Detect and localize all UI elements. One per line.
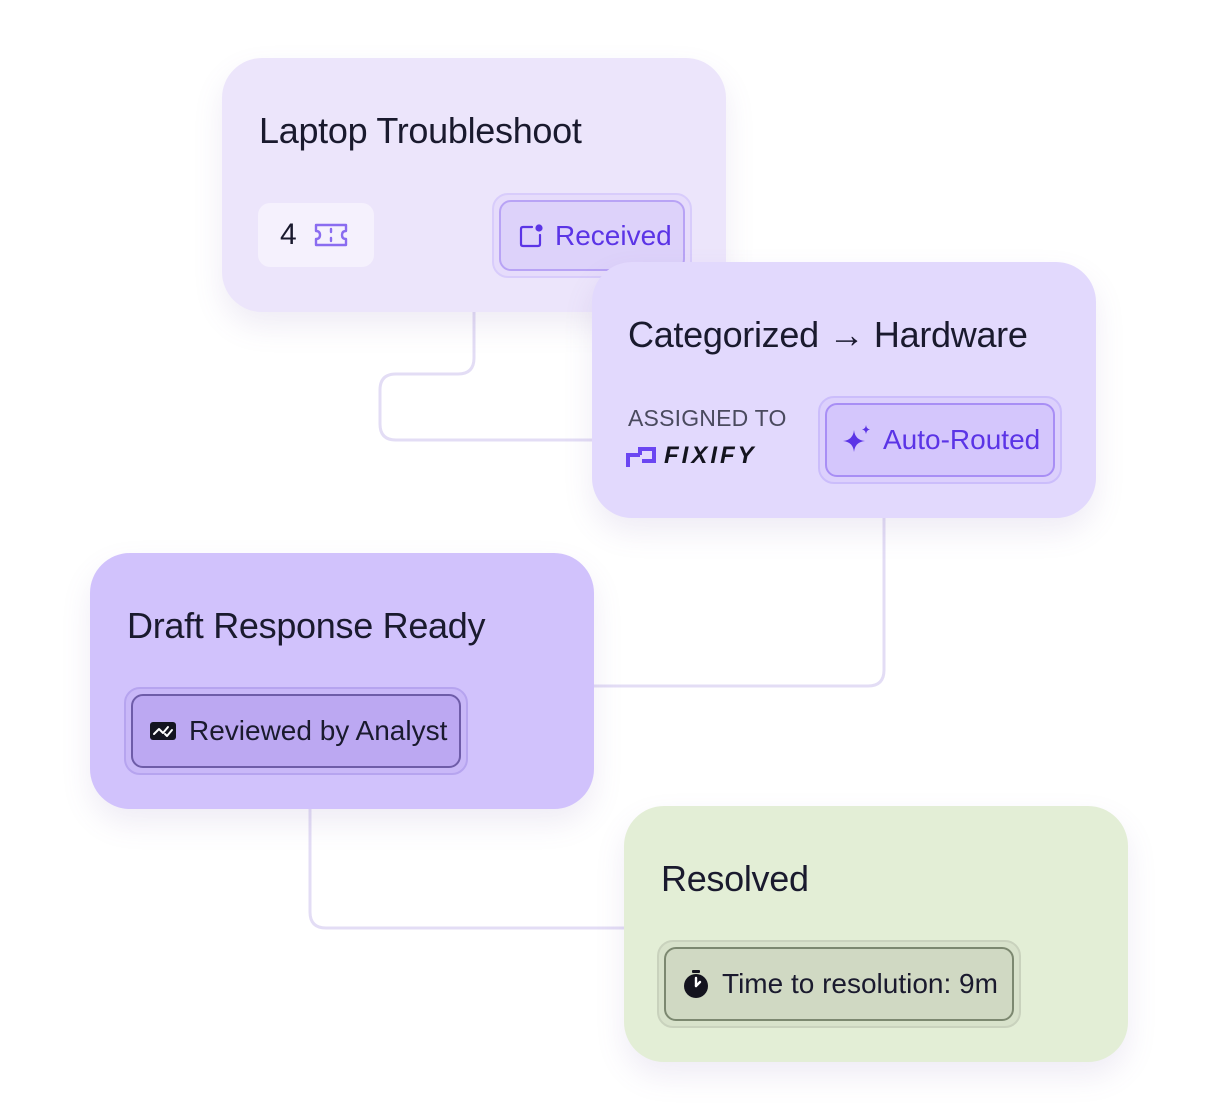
chart-check-icon xyxy=(150,722,176,740)
resolved-card[interactable]: Resolved Time to resolution: 9m xyxy=(624,806,1128,1062)
reviewed-badge[interactable]: Reviewed by Analyst xyxy=(124,687,468,775)
fixify-logo-icon xyxy=(626,447,656,467)
categorized-card[interactable]: Categorized → Hardware ASSIGNED TO FIXIF… xyxy=(592,262,1096,518)
time-to-resolution-badge[interactable]: Time to resolution: 9m xyxy=(657,940,1021,1028)
received-status-inner: Received xyxy=(499,200,685,271)
reviewed-label: Reviewed by Analyst xyxy=(189,715,448,746)
reviewed-badge-inner: Reviewed by Analyst xyxy=(131,694,461,768)
assigned-to-label: ASSIGNED TO xyxy=(628,405,787,431)
connector-categorized-to-draft xyxy=(594,518,886,688)
connector-ticket-to-categorized xyxy=(378,312,592,442)
ticket-card[interactable]: Laptop Troubleshoot 4 Received xyxy=(222,58,726,312)
fixify-logo: FIXIFY xyxy=(626,442,757,470)
connector-draft-to-resolved xyxy=(308,809,624,930)
assignee-name: FIXIFY xyxy=(664,442,757,469)
ticket-count-badge: 4 xyxy=(258,203,374,267)
draft-title: Draft Response Ready xyxy=(127,605,486,646)
time-to-resolution-label: Time to resolution: 9m xyxy=(722,968,998,999)
ticket-count: 4 xyxy=(280,218,297,251)
resolved-title: Resolved xyxy=(661,858,809,899)
ticket-title: Laptop Troubleshoot xyxy=(259,110,582,151)
auto-routed-badge[interactable]: Auto-Routed xyxy=(818,396,1062,484)
stopwatch-icon xyxy=(684,970,708,998)
notification-square-icon xyxy=(519,223,543,247)
categorized-title: Categorized → Hardware xyxy=(628,314,1028,355)
ticket-icon xyxy=(314,223,347,247)
draft-card[interactable]: Draft Response Ready Reviewed by Analyst xyxy=(90,553,594,809)
auto-routed-label: Auto-Routed xyxy=(883,424,1041,455)
received-label: Received xyxy=(555,219,672,251)
time-to-resolution-inner: Time to resolution: 9m xyxy=(664,947,1014,1021)
sparkle-icon xyxy=(843,425,870,452)
auto-routed-inner: Auto-Routed xyxy=(825,403,1055,477)
